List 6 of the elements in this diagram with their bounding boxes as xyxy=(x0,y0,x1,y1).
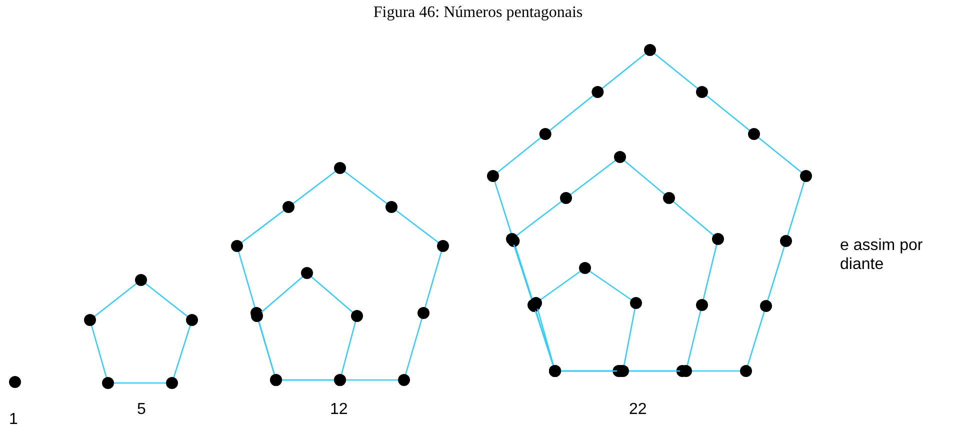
figure-label: 22 xyxy=(629,400,647,420)
figure-label: e assim por diante xyxy=(840,236,924,274)
figure-label: 1 xyxy=(9,410,18,430)
figure-title: Figura 46: Números pentagonais xyxy=(372,4,584,22)
figure-label: 12 xyxy=(330,400,348,420)
figure-label: 5 xyxy=(137,400,146,420)
